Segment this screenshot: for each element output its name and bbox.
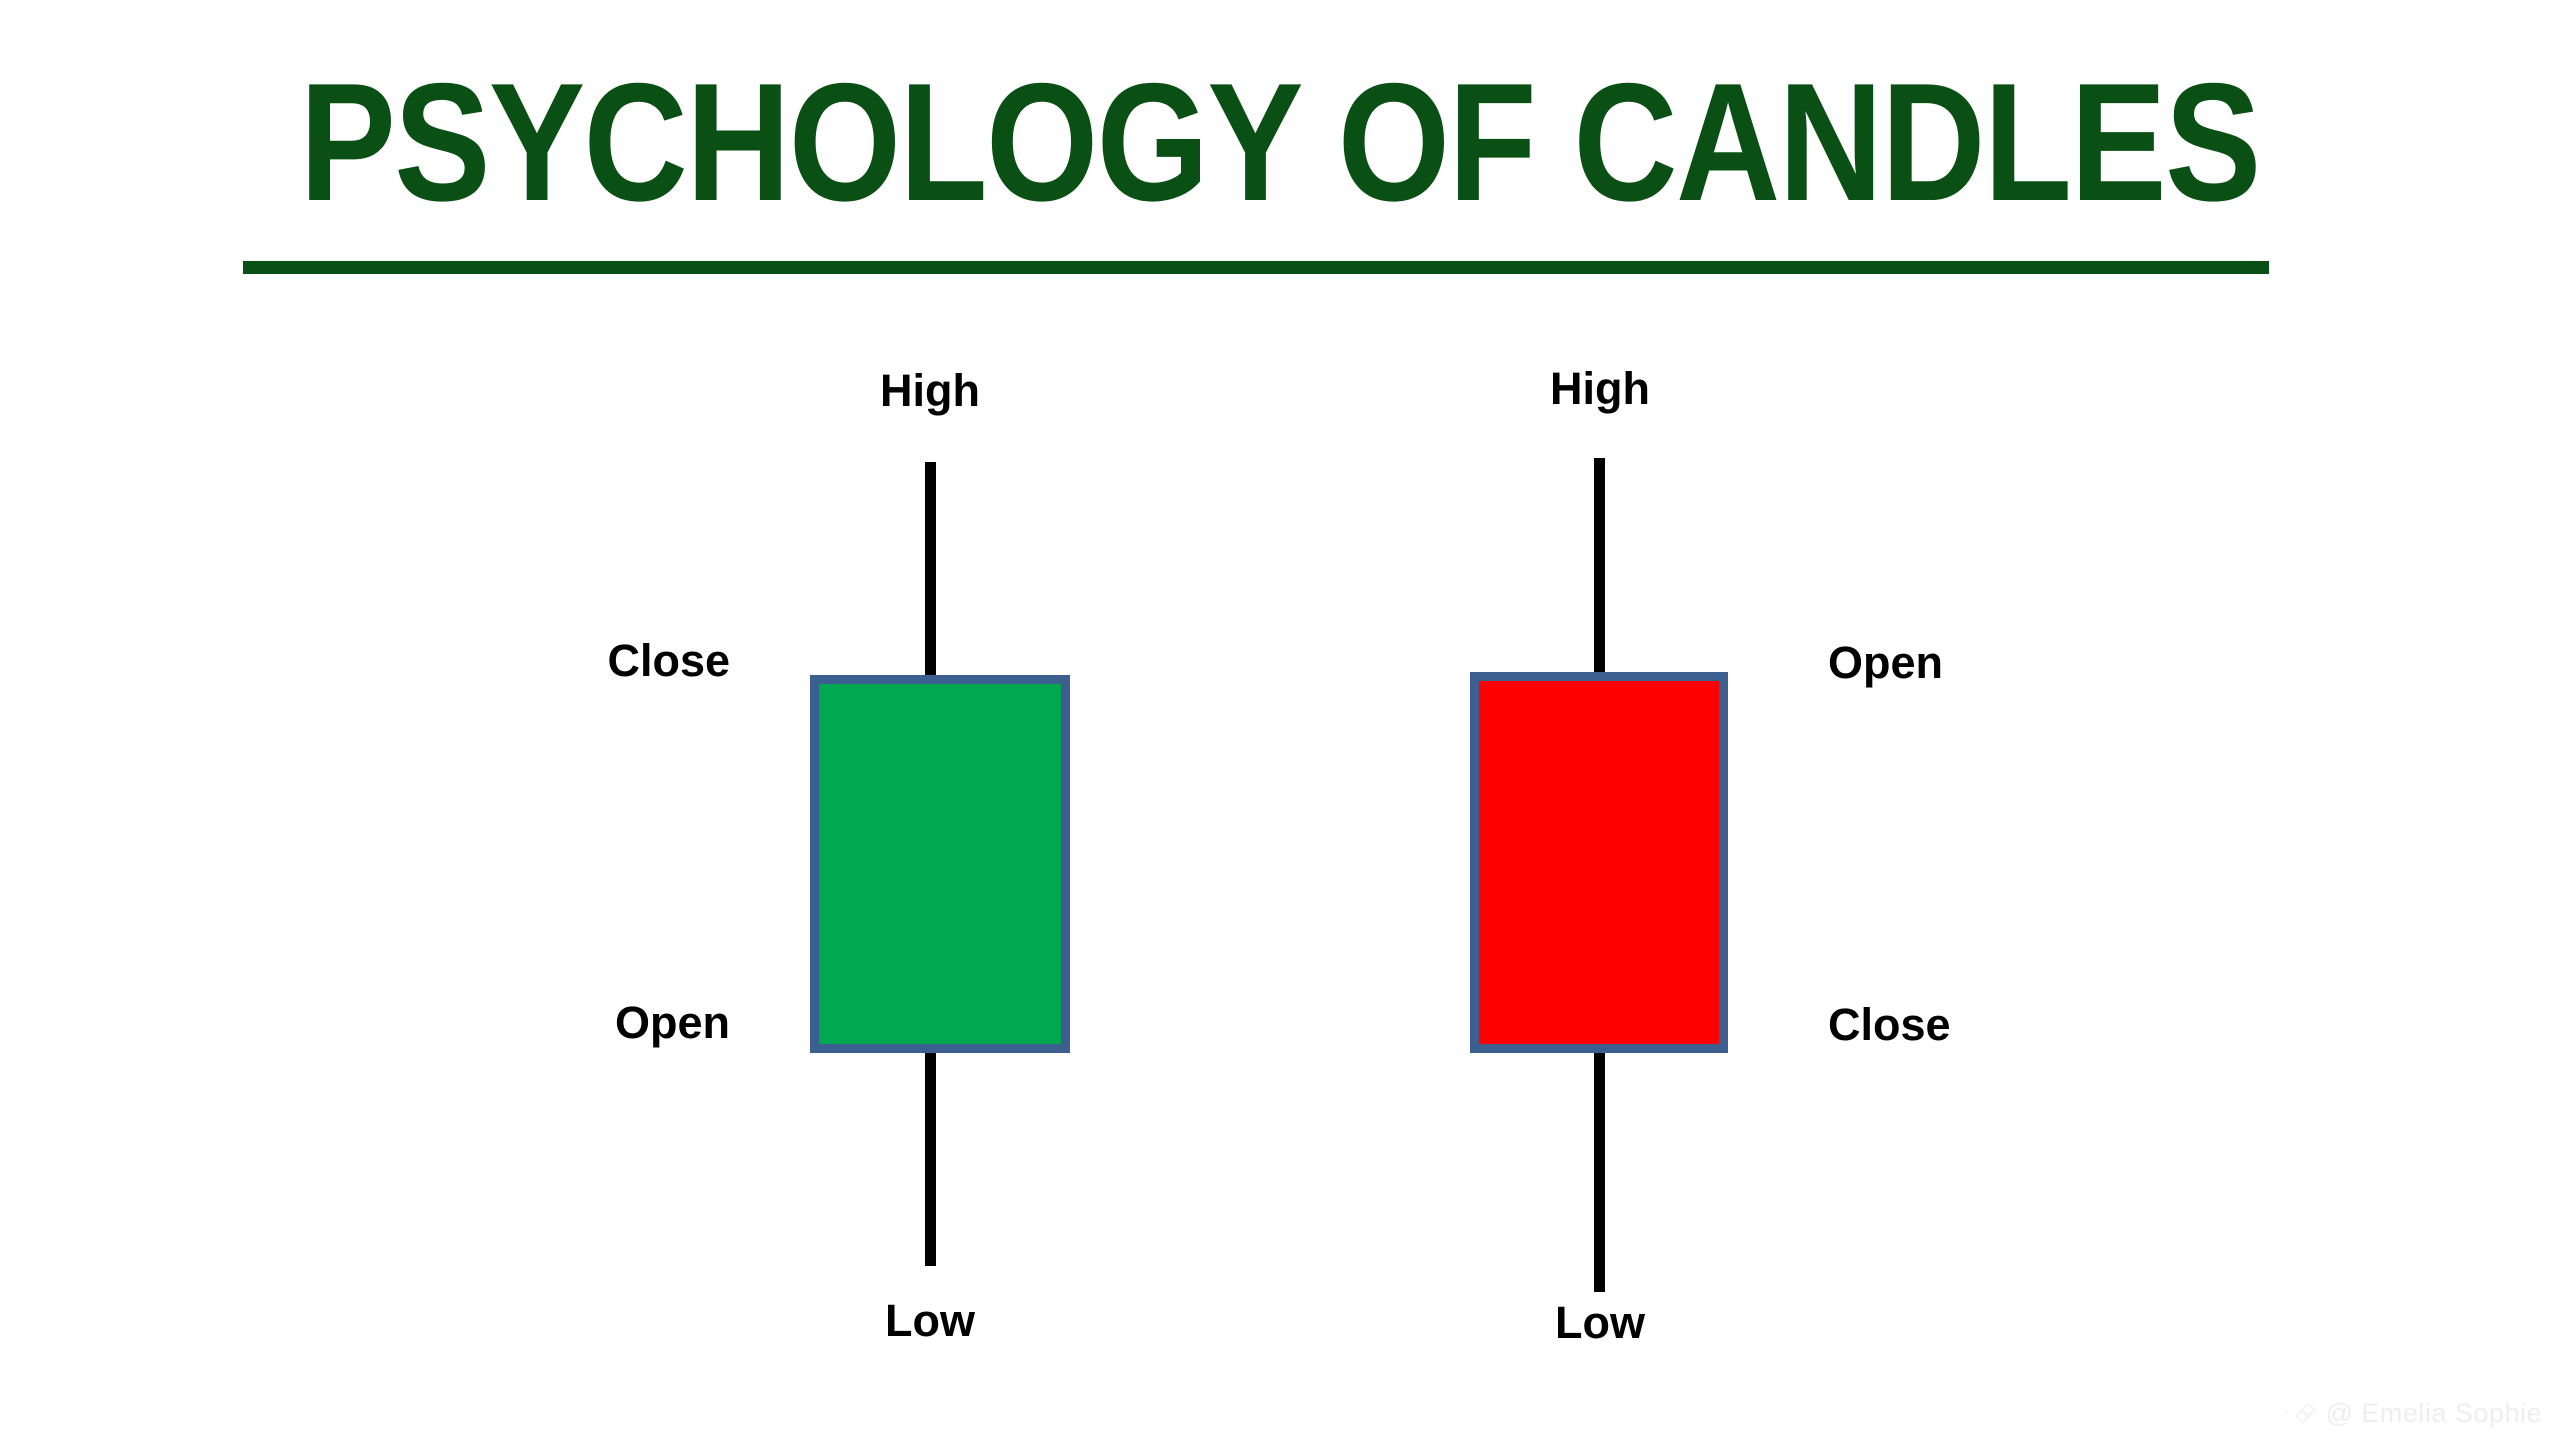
- bearish-close-label: Close: [1828, 999, 1951, 1050]
- watermark: @ Emelia Sophie: [2282, 1396, 2542, 1430]
- bullish-upper-wick: [925, 462, 936, 678]
- bearish-upper-wick: [1594, 458, 1605, 674]
- bearish-lower-wick: [1594, 1050, 1605, 1292]
- bearish-low-label: Low: [1555, 1297, 1645, 1348]
- title-underline-rule: [243, 261, 2269, 274]
- diamond-logo-icon: [2285, 1402, 2317, 1424]
- bullish-open-label: Open: [614, 997, 730, 1048]
- bearish-open-label: Open: [1828, 637, 1944, 688]
- bullish-candle-body: [810, 675, 1070, 1053]
- page-title-text: PSYCHOLOGY OF CANDLES: [299, 48, 2262, 236]
- bullish-lower-wick: [925, 1048, 936, 1266]
- watermark-handle-text: @ Emelia Sophie: [2325, 1397, 2542, 1428]
- page-title: PSYCHOLOGY OF CANDLES: [0, 58, 2560, 226]
- bullish-low-label: Low: [885, 1295, 975, 1346]
- bearish-high-label: High: [1550, 363, 1650, 414]
- bullish-close-label: Close: [607, 635, 730, 686]
- bullish-high-label: High: [880, 365, 980, 416]
- bearish-candle-body: [1470, 672, 1728, 1053]
